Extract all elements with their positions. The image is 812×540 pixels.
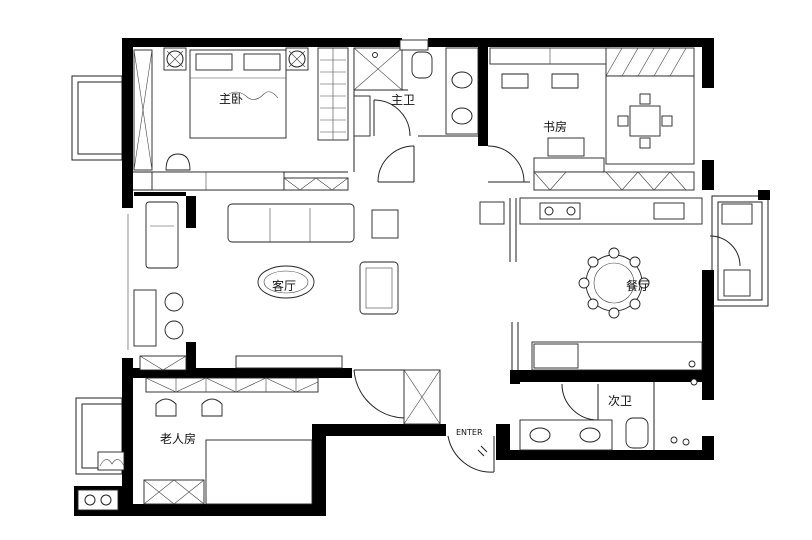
nightstand-left xyxy=(163,47,187,71)
study: 书房 xyxy=(487,47,695,191)
room-label-master-bedroom: 主卧 xyxy=(219,92,243,106)
second-bath: 次卫 xyxy=(519,360,698,451)
side-table xyxy=(371,209,399,239)
entry-label: ENTER xyxy=(456,428,483,437)
living-room: 客厅 xyxy=(127,145,415,371)
double-vanity xyxy=(519,419,613,451)
tv-stand xyxy=(235,355,343,369)
chair xyxy=(165,153,191,171)
stove xyxy=(539,202,581,220)
room-label-dining-room: 餐厅 xyxy=(626,278,650,293)
tv-cabinet xyxy=(283,177,349,191)
vanity xyxy=(445,47,479,135)
study-chair-1 xyxy=(501,73,529,89)
study-table xyxy=(629,105,661,137)
balcony-east xyxy=(711,195,769,307)
room-label-second-bath: 次卫 xyxy=(608,394,632,408)
elder-bed xyxy=(205,439,313,505)
corner-detail xyxy=(77,489,119,511)
elder-chair-1 xyxy=(155,398,177,417)
elder-room: 老人房 xyxy=(77,377,319,511)
room-label-elder-room: 老人房 xyxy=(160,431,196,446)
room-label-master-bath: 主卫 xyxy=(391,93,415,107)
coffee-table xyxy=(257,265,315,299)
room-label-study: 书房 xyxy=(543,119,567,134)
dining-room: 餐厅 xyxy=(479,197,753,371)
piano xyxy=(533,157,605,173)
armchair xyxy=(359,261,399,315)
lounge-chair xyxy=(145,201,179,269)
toilet-2 xyxy=(625,417,649,449)
desk xyxy=(151,171,285,191)
entry: ENTER xyxy=(353,369,495,473)
stool-1 xyxy=(164,292,184,312)
stool-2 xyxy=(164,320,184,340)
master-bedroom: 主卧 xyxy=(133,47,349,191)
room-label-living-room: 客厅 xyxy=(272,278,296,293)
bookshelf xyxy=(605,47,695,77)
kitchen-sink xyxy=(653,202,685,220)
study-chair-2 xyxy=(551,73,579,89)
toilet xyxy=(411,51,433,79)
balcony-west-top xyxy=(71,75,123,161)
elder-cabinet xyxy=(143,479,205,505)
sofa xyxy=(227,203,355,243)
elder-wardrobe xyxy=(145,377,319,393)
master-bath: 主卫 xyxy=(353,39,479,172)
elder-chair-2 xyxy=(201,398,223,417)
balcony-plant xyxy=(97,451,125,471)
nightstand-right xyxy=(285,47,309,71)
